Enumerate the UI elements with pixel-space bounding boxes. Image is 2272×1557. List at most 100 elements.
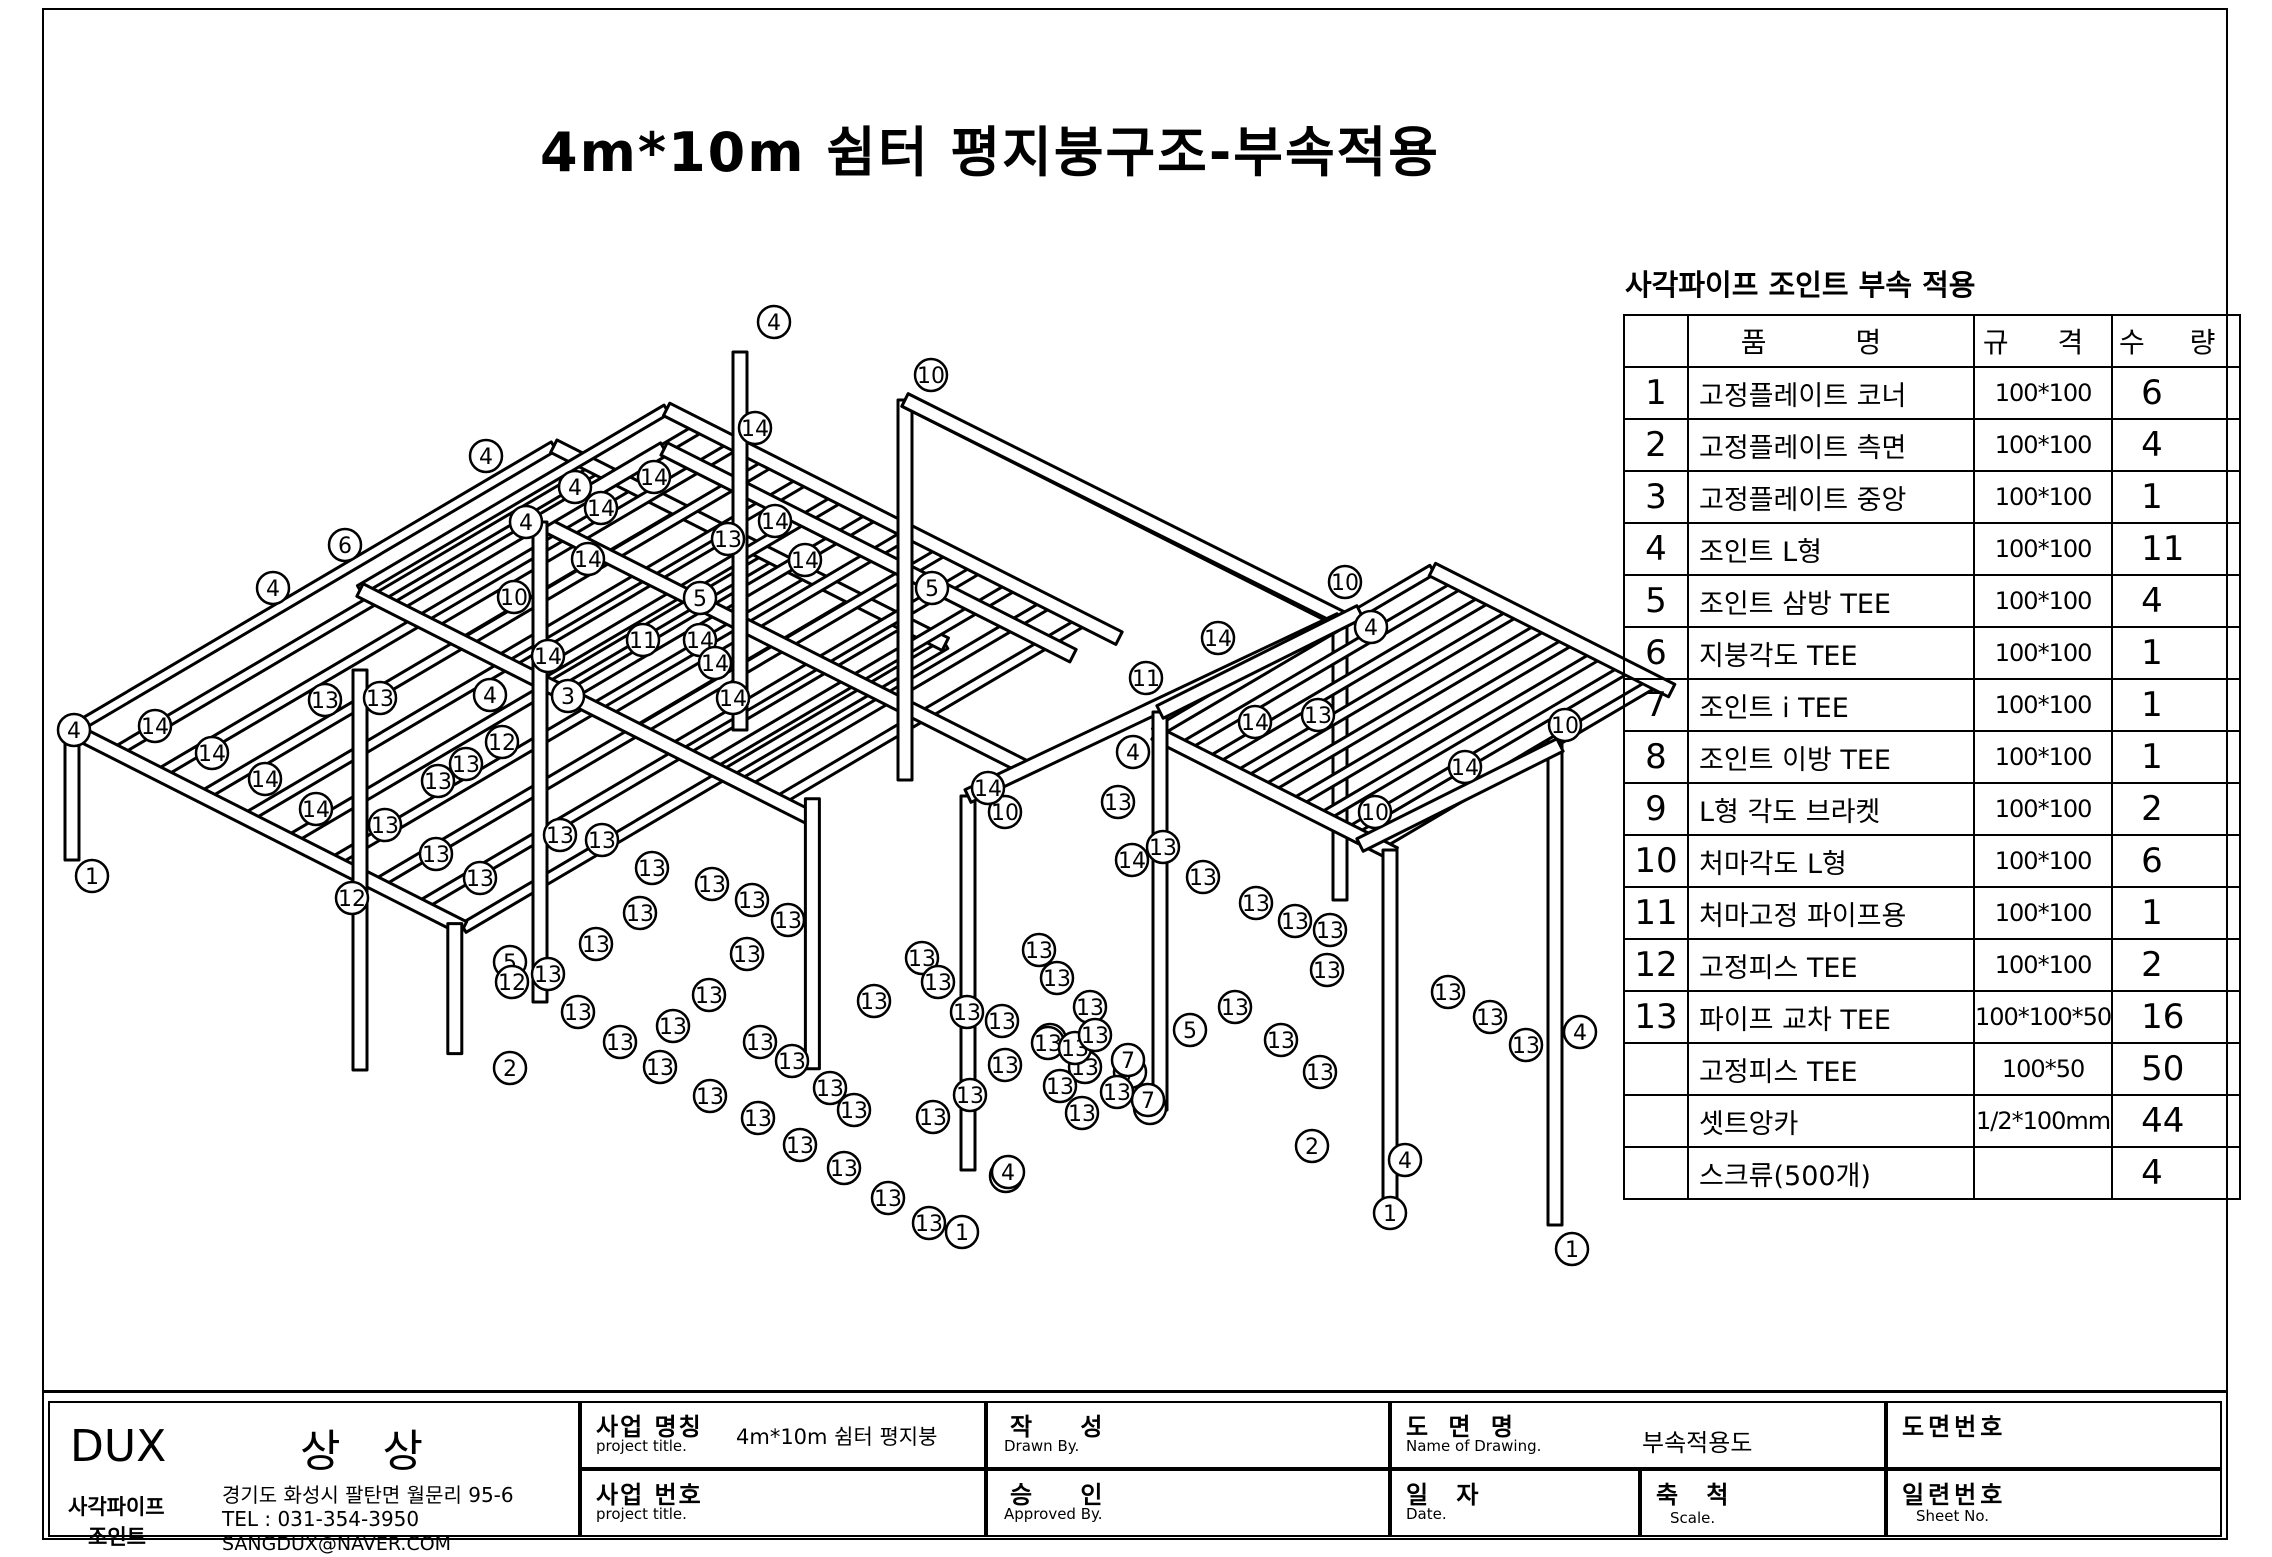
part-callout: 13 xyxy=(1263,1022,1299,1058)
row-no: 11 xyxy=(1623,886,1689,940)
row-spec xyxy=(1972,1146,2114,1200)
callout-number: 14 xyxy=(1241,711,1269,736)
callout-circle xyxy=(583,490,619,526)
callout-number: 4 xyxy=(767,311,781,336)
callout-circle xyxy=(1099,1074,1135,1110)
callout-number: 14 xyxy=(1118,849,1146,874)
callout-circle xyxy=(468,438,504,474)
part-callout: 13 xyxy=(1302,1054,1338,1090)
part-callout: 13 xyxy=(694,866,730,902)
callout-circle xyxy=(327,527,363,563)
callout-circle xyxy=(987,794,1023,830)
part-callout: 13 xyxy=(1030,1025,1066,1061)
row-name: 셋트앙카 xyxy=(1687,1094,1975,1148)
project-no-label-en: project title. xyxy=(596,1505,687,1523)
callout-number: 13 xyxy=(830,1157,858,1182)
company-address: 경기도 화성시 팔탄면 월문리 95-6 xyxy=(222,1483,514,1507)
part-callout: 13 xyxy=(856,983,892,1019)
callout-circle xyxy=(757,503,793,539)
part-callout: 13 xyxy=(462,860,498,896)
part-callout: 4 xyxy=(756,304,792,340)
part-callout: 3 xyxy=(550,678,586,714)
callout-circle xyxy=(756,304,792,340)
parts-table-header-row: 품 명 규 격 수 량 xyxy=(1623,314,2242,368)
part-callout: 13 xyxy=(1508,1027,1544,1063)
part-callout: 4 xyxy=(557,469,593,505)
callout-number: 5 xyxy=(693,587,707,612)
part-callout: 4 xyxy=(1115,734,1151,770)
callout-circle xyxy=(914,570,950,606)
project-no-label: 사업 번호 xyxy=(596,1481,703,1509)
callout-number: 6 xyxy=(338,534,352,559)
row-qty: 4 xyxy=(2111,574,2242,628)
callout-number: 14 xyxy=(1451,756,1479,781)
callout-number: 1 xyxy=(85,865,99,890)
part-callout: 14 xyxy=(787,542,823,578)
callout-circle xyxy=(570,541,606,577)
callout-circle xyxy=(496,579,532,615)
callout-circle xyxy=(1100,784,1136,820)
part-callout: 13 xyxy=(920,964,956,1000)
parts-table-caption: 사각파이프 조인트 부속 적용 xyxy=(1625,268,1976,302)
callout-circle xyxy=(1562,1014,1598,1050)
row-name: 파이프 교차 TEE xyxy=(1687,990,1975,1044)
callout-circle xyxy=(578,926,614,962)
callout-number: 13 xyxy=(638,857,666,882)
callout-circle xyxy=(137,708,173,744)
callout-number: 13 xyxy=(924,971,952,996)
company-cell: DUX 상 상 사각파이프 조인트 경기도 화성시 팔탄면 월문리 95-6 T… xyxy=(48,1401,580,1555)
callout-number: 4 xyxy=(1573,1021,1587,1046)
part-callout: 13 xyxy=(578,926,614,962)
part-callout: 2 xyxy=(1294,1128,1330,1164)
callout-circle xyxy=(734,882,770,918)
row-no xyxy=(1623,1042,1689,1096)
callout-number: 13 xyxy=(422,843,450,868)
callout-number: 14 xyxy=(719,687,747,712)
part-callout: 4 xyxy=(1562,1014,1598,1050)
callout-circle xyxy=(584,822,620,858)
company-name: DUX xyxy=(70,1421,167,1472)
part-callout: 13 xyxy=(307,682,343,718)
pipe xyxy=(351,668,369,1072)
row-name: 고정피스 TEE xyxy=(1687,938,1975,992)
part-callout: 14 xyxy=(1237,704,1273,740)
callout-circle xyxy=(634,850,670,886)
drawn-by-cell: 작 성 Drawn By. xyxy=(986,1401,1390,1469)
part-callout: 14 xyxy=(1447,749,1483,785)
callout-circle xyxy=(952,1077,988,1113)
part-callout: 13 xyxy=(560,994,596,1030)
part-callout: 13 xyxy=(1039,960,1075,996)
part-callout: 10 xyxy=(987,794,1023,830)
callout-number: 13 xyxy=(582,933,610,958)
row-qty: 1 xyxy=(2111,678,2242,732)
callout-circle xyxy=(484,724,520,760)
part-callout: 7 xyxy=(1110,1042,1146,1078)
drawing-title: 4m*10m 쉼터 평지붕구조-부속적용 xyxy=(540,121,1440,184)
callout-number: 10 xyxy=(991,801,1019,826)
row-no: 9 xyxy=(1623,782,1689,836)
part-callout: 13 xyxy=(1077,1017,1113,1053)
part-callout: 13 xyxy=(1309,952,1345,988)
callout-circle xyxy=(904,940,940,976)
part-callout: 10 xyxy=(1357,794,1393,830)
row-name: 지붕각도 TEE xyxy=(1687,626,1975,680)
part-callout: 1 xyxy=(1554,1231,1590,1267)
callout-number: 1 xyxy=(1565,1238,1579,1263)
part-callout: 13 xyxy=(1145,829,1181,865)
part-callout: 10 xyxy=(1547,707,1583,743)
part-callout: 4 xyxy=(255,570,291,606)
callout-number: 4 xyxy=(483,684,497,709)
callout-circle xyxy=(774,1043,810,1079)
callout-circle xyxy=(1237,704,1273,740)
row-qty: 1 xyxy=(2111,730,2242,784)
callout-circle xyxy=(1277,903,1313,939)
callout-number: 1 xyxy=(955,1221,969,1246)
callout-number: 13 xyxy=(424,770,452,795)
part-callout: 14 xyxy=(697,645,733,681)
callout-number: 14 xyxy=(761,510,789,535)
row-no: 7 xyxy=(1623,678,1689,732)
